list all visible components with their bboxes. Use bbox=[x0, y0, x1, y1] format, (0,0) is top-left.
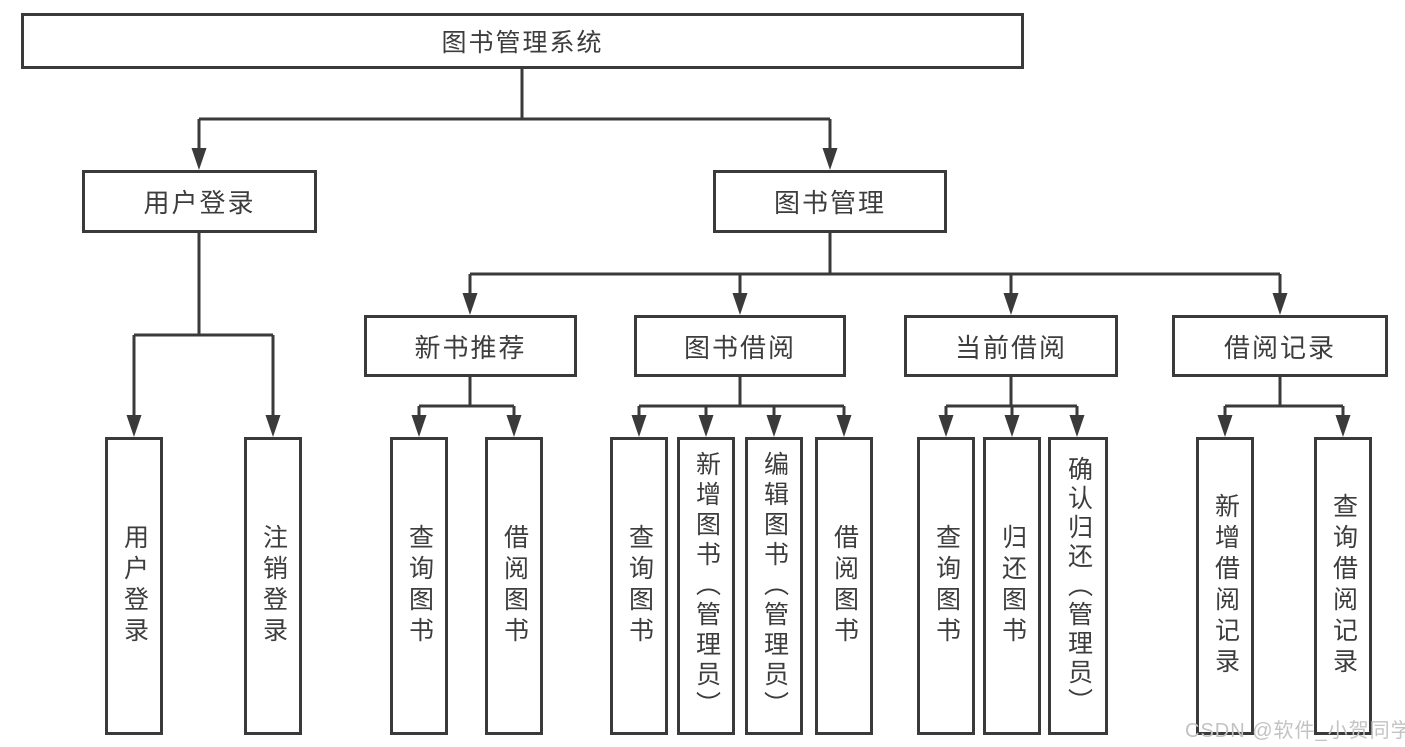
leaf-add-books-admin: 新增图书（管理员） bbox=[677, 437, 735, 735]
node-root-library-system: 图书管理系统 bbox=[21, 13, 1024, 69]
leaf-return-books: 归还图书 bbox=[983, 437, 1041, 735]
node-user-login: 用户登录 bbox=[82, 170, 317, 233]
node-book-borrow: 图书借阅 bbox=[634, 315, 846, 377]
leaf-query-books: 查询图书 bbox=[390, 437, 448, 735]
leaf-borrow-books: 借阅图书 bbox=[815, 437, 873, 735]
node-new-book-recommend: 新书推荐 bbox=[364, 315, 577, 377]
leaf-borrow-books: 借阅图书 bbox=[485, 437, 543, 735]
leaf-confirm-return-admin: 确认归还（管理员） bbox=[1048, 437, 1108, 735]
node-current-borrow: 当前借阅 bbox=[904, 315, 1118, 377]
leaf-edit-books-admin: 编辑图书（管理员） bbox=[745, 437, 803, 735]
csdn-watermark: CSDN @软件_小贺同学 bbox=[1185, 720, 1405, 742]
leaf-add-borrow-record: 新增借阅记录 bbox=[1196, 437, 1254, 735]
leaf-query-books: 查询图书 bbox=[610, 437, 668, 735]
leaf-query-borrow-record: 查询借阅记录 bbox=[1314, 437, 1372, 735]
leaf-logout-login: 注销登录 bbox=[244, 437, 302, 735]
node-book-management: 图书管理 bbox=[713, 170, 947, 233]
leaf-query-books: 查询图书 bbox=[917, 437, 975, 735]
leaf-user-login: 用户登录 bbox=[105, 437, 163, 735]
node-borrow-records: 借阅记录 bbox=[1172, 315, 1388, 377]
